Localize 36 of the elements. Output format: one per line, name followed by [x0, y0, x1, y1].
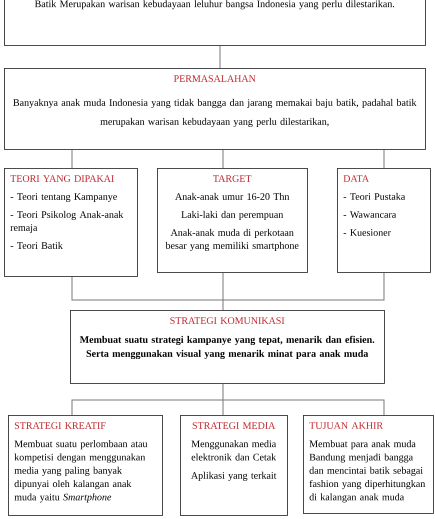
- box-text: Menggunakan media elektronik dan Cetak: [192, 440, 276, 461]
- box-heading: PERMASALAHAN: [174, 75, 256, 82]
- process-box: [337, 168, 431, 273]
- box-heading: STRATEGI MEDIA: [192, 422, 276, 429]
- box-text: Membuat para anak muda Bandung menjadi bangga dan mencintai batik sebagai fashion yang diperhitungkan di kalangan anak muda: [309, 440, 426, 502]
- box-text: - Teori Pustaka: [344, 192, 406, 200]
- box-text: - Kuesioner: [344, 229, 391, 236]
- box-text: - Teori Batik: [10, 242, 63, 249]
- process-box: [180, 415, 288, 516]
- process-box: [8, 415, 163, 516]
- box-text: Membuat suatu strategi kampanye yang tepat, menarik dan efisien. Serta menggunakan visual yang menarik minat para anak muda: [80, 336, 374, 360]
- box-text: Laki-laki dan perempuan: [181, 210, 284, 220]
- box-heading: STRATEGI KREATIF: [14, 422, 106, 429]
- box-text: Anak-anak muda di perkotaan besar yang memiliki smartphone: [166, 228, 298, 251]
- box-text: Anak-anak umur 16-20 Thn: [175, 192, 290, 200]
- process-box: [4, 68, 426, 150]
- box-text: Batik Merupakan warisan kebudayaan leluhur bangsa Indonesia yang perlu dilestarikan.: [34, 0, 394, 10]
- process-box: [4, 168, 138, 277]
- box-heading: STRATEGI KOMUNIKASI: [170, 317, 284, 324]
- process-box: [303, 415, 434, 514]
- box-heading: TEORI YANG DIPAKAI: [10, 175, 114, 182]
- box-heading: TARGET: [213, 175, 252, 182]
- box-text: - Teori tentang Kampanye: [10, 193, 117, 202]
- process-box: [4, 0, 426, 46]
- connector-line: [222, 149, 224, 168]
- process-box: [70, 310, 385, 384]
- connector-line: [222, 272, 384, 310]
- box-text: - Wawancara: [344, 211, 396, 218]
- box-text: Banyaknya anak muda Indonesia yang tidak bangga dan jarang memakai baju batik, padahal batik merupakan warisan kebudayaan yang perlu dilestarikan,: [13, 98, 416, 127]
- box-text: Membuat suatu perlombaan atau kompetisi dengan menggunakan media yang paling banyak dipunyai oleh kalangan anak muda yaitu Smartphone: [14, 440, 148, 502]
- box-heading: DATA: [343, 175, 369, 182]
- connector-line: [222, 383, 384, 416]
- process-box: [157, 168, 308, 273]
- box-heading: TUJUAN AKHIR: [309, 422, 384, 429]
- box-text: - Teori Psikolog Anak-anak remaja: [10, 210, 124, 233]
- box-text: Aplikasi yang terkait: [191, 472, 276, 481]
